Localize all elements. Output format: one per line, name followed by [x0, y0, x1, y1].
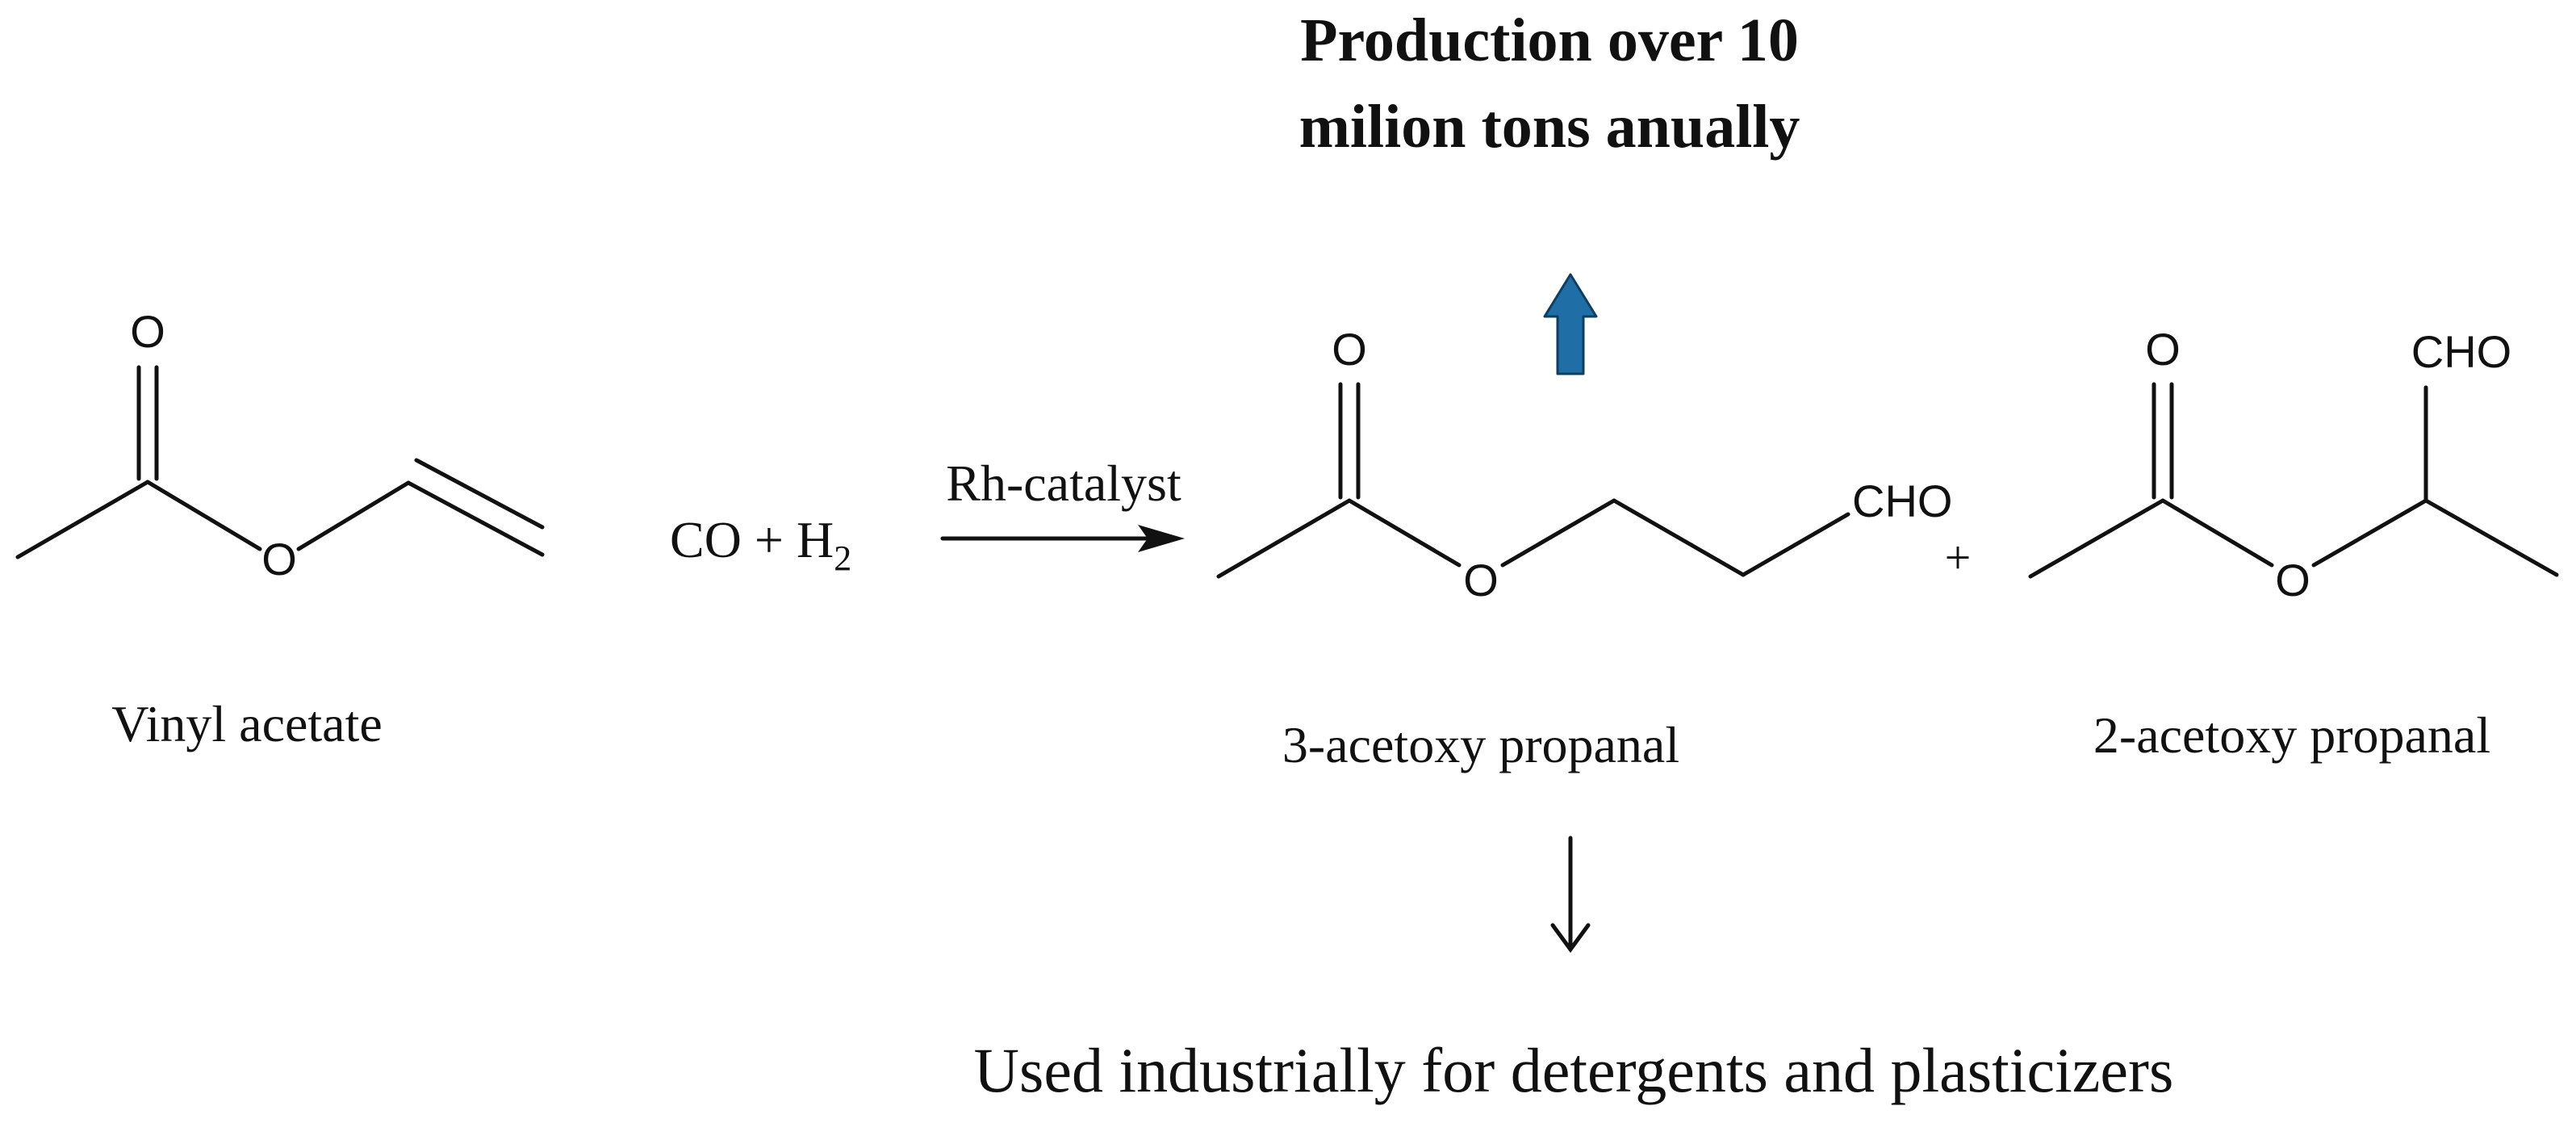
- co-h2-reagent: CO + H2: [670, 511, 851, 578]
- plus-sign: +: [1945, 531, 1972, 584]
- reaction-arrow: [940, 525, 1185, 552]
- 3-acetoxy-propanal-structure: O O CHO: [1216, 324, 1952, 605]
- h2-subscript: 2: [834, 538, 851, 578]
- 3-acetoxy-ester-oxygen: O: [1463, 555, 1499, 605]
- vinyl-acetate-label: Vinyl acetate: [111, 695, 383, 752]
- co-plus-h-text: CO + H: [670, 511, 834, 568]
- 3-acetoxy-propanal-label: 3-acetoxy propanal: [1282, 716, 1679, 773]
- 2-acetoxy-propanal-structure: O O CHO: [2028, 324, 2559, 605]
- vinyl-acetate-structure: O O: [15, 306, 545, 585]
- headline-line-1: Production over 10: [1300, 6, 1799, 74]
- vinyl-acetate-ester-oxygen: O: [261, 534, 297, 585]
- vinyl-acetate-carbonyl-oxygen: O: [130, 306, 165, 357]
- downward-arrow-icon: [1550, 836, 1591, 953]
- 2-acetoxy-propanal-label: 2-acetoxy propanal: [2093, 706, 2490, 764]
- headline-line-2: milion tons anually: [1299, 93, 1800, 161]
- application-text: Used industrially for detergents and pla…: [974, 1035, 2174, 1105]
- 2-acetoxy-ester-oxygen: O: [2275, 555, 2310, 605]
- catalyst-label: Rh-catalyst: [946, 455, 1181, 512]
- 3-acetoxy-carbonyl-oxygen: O: [1332, 324, 1367, 375]
- 3-acetoxy-aldehyde-group: CHO: [1852, 476, 1952, 526]
- production-up-arrow-icon: [1543, 273, 1598, 375]
- 2-acetoxy-aldehyde-group: CHO: [2411, 326, 2511, 377]
- 2-acetoxy-carbonyl-oxygen: O: [2145, 324, 2181, 375]
